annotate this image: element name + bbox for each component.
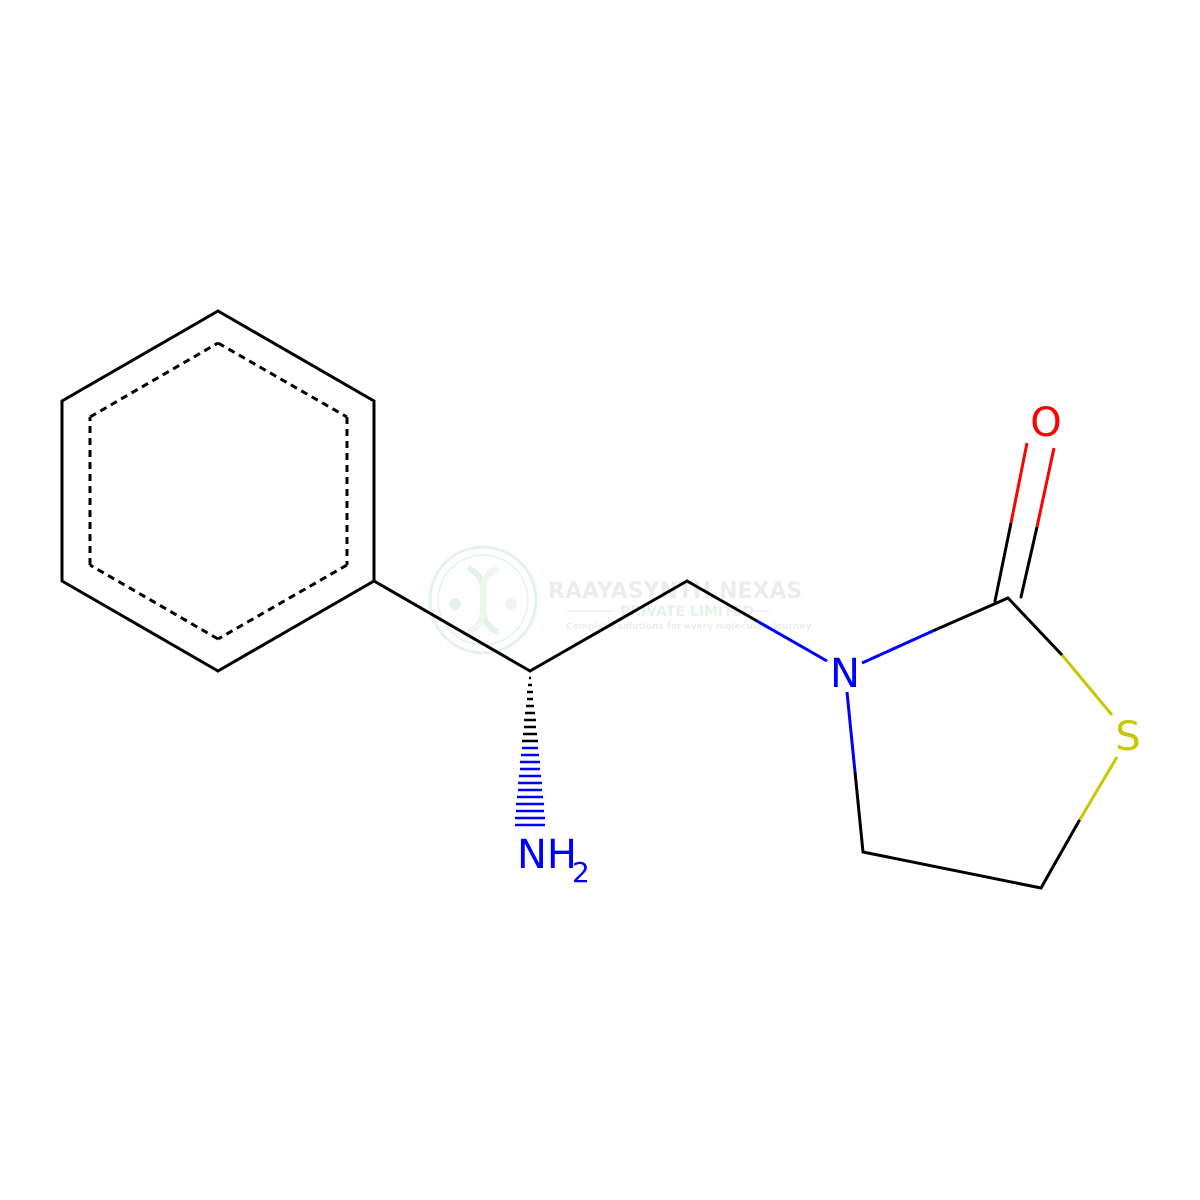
atom-label-nitrogen: N (830, 651, 860, 697)
thiazolidinone-ring (845, 442, 1119, 890)
watermark-company-name: RAAYASYNTH NEXAS (548, 579, 802, 604)
watermark-logo-icon (428, 545, 538, 655)
side-chain (372, 579, 828, 673)
hashed-wedge-bond (515, 676, 545, 827)
atom-label-amine-subscript: 2 (572, 856, 590, 889)
watermark: RAAYASYNTH NEXAS PRIVATE LIMITED Complet… (428, 545, 812, 655)
watermark-tagline: Complete solutions for every molecule's … (566, 622, 812, 632)
watermark-company-type: PRIVATE LIMITED (620, 604, 754, 620)
atom-label-sulfur: S (1115, 714, 1140, 760)
benzene-ring (60, 309, 376, 673)
atom-label-amine: NH (517, 832, 577, 878)
atom-label-oxygen: O (1030, 400, 1061, 446)
